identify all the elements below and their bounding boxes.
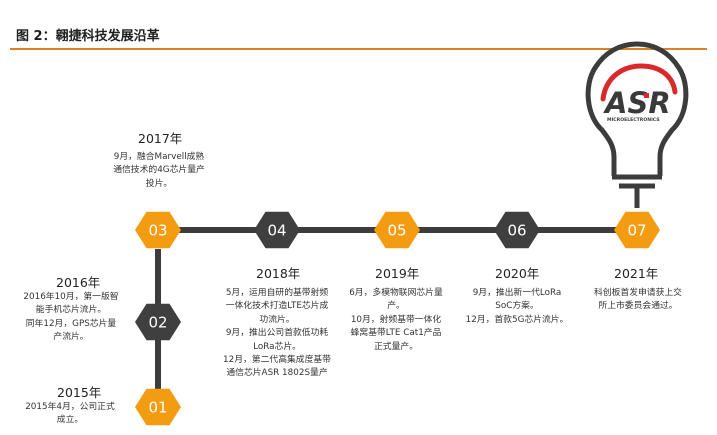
desc-line: 一体化技术打造LTE芯片成 — [225, 301, 329, 312]
milestone-number: 01 — [148, 399, 167, 417]
hexagon-shape — [135, 303, 181, 341]
milestone-desc-2020: 9月，推出新一代LoRa SoC方案。 12月，首款5G芯片流片。 — [457, 287, 577, 327]
year-label-2020: 2020年 — [495, 266, 540, 281]
desc-line: 9月，推出新一代LoRa — [472, 288, 562, 298]
milestone-desc-2018: 5月，运用自研的基带射频 一体化技术打造LTE芯片成 功流片。 9月，推出公司首… — [210, 287, 344, 381]
desc-line: 功流片。 — [259, 314, 295, 325]
milestone-desc-2016: 2016年10月，第一版智 能手机芯片流片。 同年12月，GPS芯片量 产流片。 — [12, 291, 130, 345]
lightbulb-icon — [585, 41, 689, 208]
hexagon-shape — [374, 211, 420, 249]
year-label-2016: 2016年 — [56, 275, 101, 290]
logo-subtitle: MICROELECTRONICS — [607, 117, 660, 123]
desc-line: 6月，多模物联网芯片量 — [349, 288, 443, 298]
desc-line: 同年12月，GPS芯片量 — [25, 318, 117, 329]
milestone-node-06: 06 — [494, 211, 540, 249]
milestone-number: 04 — [267, 222, 286, 240]
asr-logo: ASR MICROELECTRONICS — [600, 63, 678, 123]
desc-line: LoRa芯片。 — [253, 341, 301, 352]
desc-line: 成立。 — [56, 415, 84, 426]
title-divider — [10, 48, 707, 50]
milestone-nodes: 01 02 03 04 05 06 07 — [135, 211, 660, 426]
milestone-node-07: 07 — [614, 211, 660, 249]
desc-line: 10月，射频基带一体化 — [350, 314, 442, 325]
desc-line: 蜂窝基带LTE Cat1产品 — [350, 328, 442, 339]
desc-line: 12月，首款5G芯片流片。 — [465, 314, 569, 325]
desc-line: SoC方案。 — [495, 301, 539, 312]
milestone-desc-2019: 6月，多模物联网芯片量 产。 10月，射频基带一体化 蜂窝基带LTE Cat1产… — [338, 287, 454, 354]
desc-line: 9月，融合Marvell成熟 — [113, 152, 205, 162]
year-label-2015: 2015年 — [57, 385, 102, 400]
milestone-node-04: 04 — [254, 211, 300, 249]
figure-title: 图 2：翱捷科技发展沿革 — [16, 29, 160, 44]
milestone-node-05: 05 — [374, 211, 420, 249]
milestone-number: 02 — [148, 314, 167, 332]
milestone-number: 06 — [507, 222, 526, 240]
milestone-desc-2021: 科创板首发申请获上交 所上市委员会通过。 — [583, 287, 693, 314]
milestone-node-01: 01 — [135, 388, 181, 426]
hexagon-shape — [614, 211, 660, 249]
hexagon-shape — [254, 211, 300, 249]
milestone-number: 05 — [387, 222, 406, 240]
milestone-desc-2015: 2015年4月，公司正式 成立。 — [14, 401, 126, 428]
desc-line: 9月，推出公司首款低功耗 — [225, 328, 329, 339]
logo-wordmark: ASR — [603, 86, 671, 120]
milestone-number: 07 — [627, 222, 646, 240]
milestone-node-02: 02 — [135, 303, 181, 341]
year-label-2019: 2019年 — [375, 266, 420, 281]
desc-line: 通信技术的4G芯片量产 — [113, 165, 205, 176]
desc-line: 能手机芯片流片。 — [35, 305, 107, 316]
hexagon-shape — [494, 211, 540, 249]
desc-line: 5月，运用自研的基带射频 — [225, 288, 329, 298]
milestone-number: 03 — [148, 222, 167, 240]
desc-line: 产。 — [387, 301, 405, 312]
desc-line: 2015年4月，公司正式 — [25, 402, 115, 412]
year-label-2021: 2021年 — [614, 266, 659, 281]
year-label-2017: 2017年 — [138, 131, 183, 146]
desc-line: 12月，第二代高集成度基带 — [223, 355, 331, 366]
year-label-2018: 2018年 — [256, 266, 301, 281]
desc-line: 正式量产。 — [374, 341, 418, 352]
milestone-desc-2017: 9月，融合Marvell成熟 通信技术的4G芯片量产 投片。 — [96, 151, 222, 191]
desc-line: 投片。 — [145, 178, 173, 189]
desc-line: 2016年10月，第一版智 — [23, 292, 119, 302]
desc-line: 所上市委员会通过。 — [598, 301, 678, 312]
desc-line: 产流片。 — [53, 332, 89, 343]
milestone-node-03: 03 — [135, 211, 181, 249]
hexagon-shape — [135, 388, 181, 426]
hexagon-shape — [135, 211, 181, 249]
desc-line: 通信芯片ASR 1802S量产 — [226, 368, 328, 379]
desc-line: 科创板首发申请获上交 — [594, 288, 682, 298]
